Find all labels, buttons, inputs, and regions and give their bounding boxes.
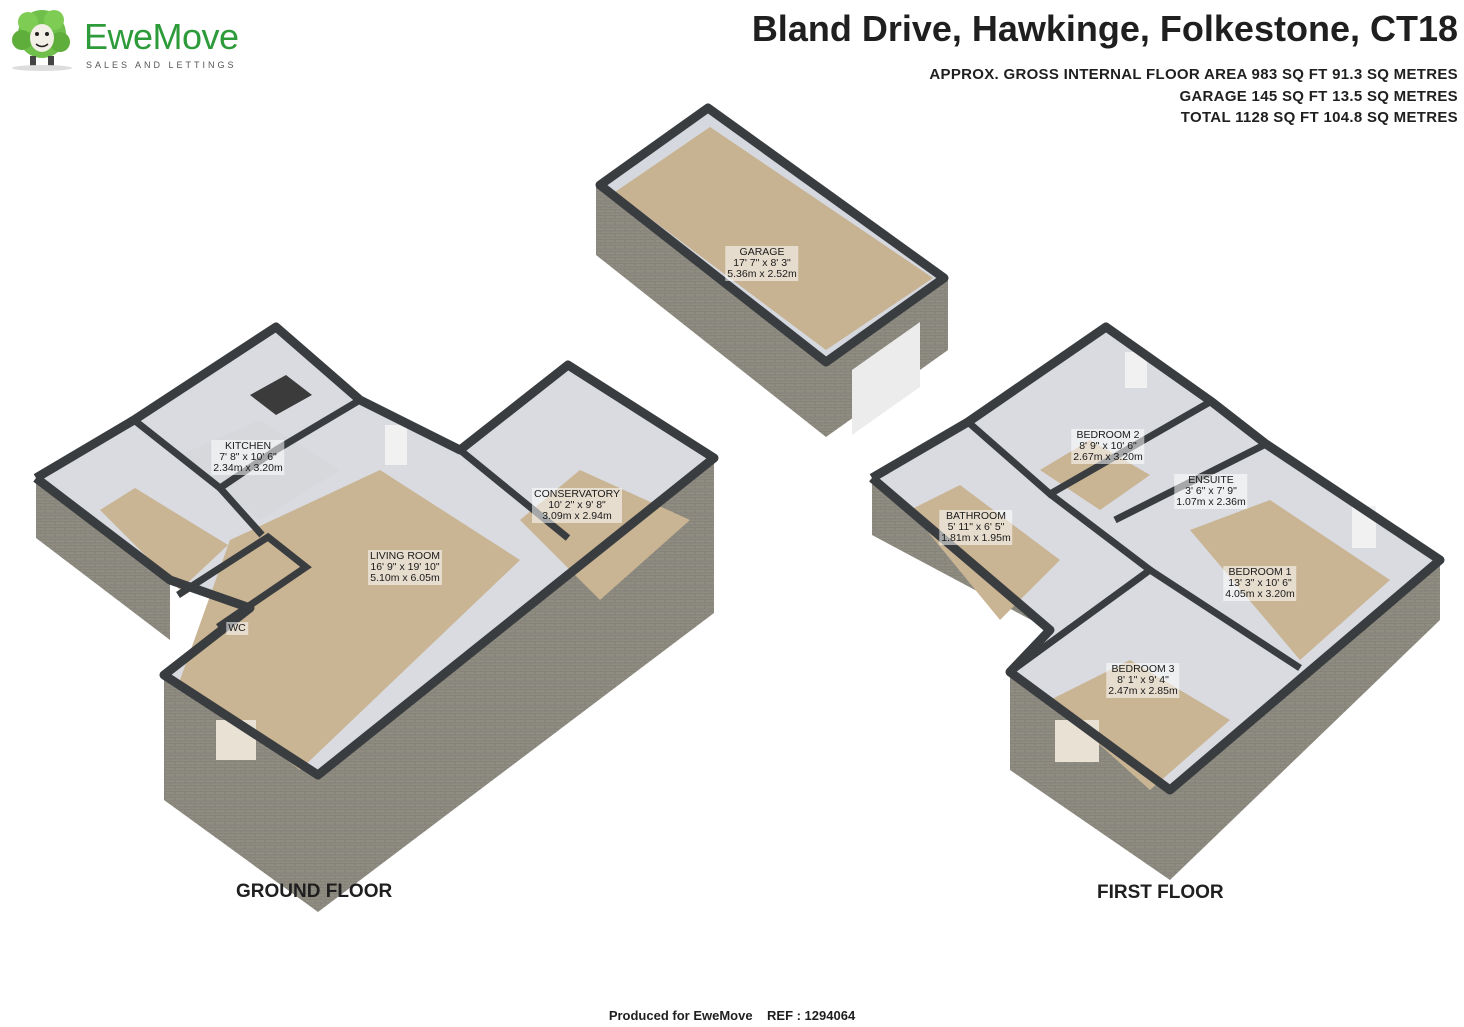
property-address: Bland Drive, Hawkinge, Folkestone, CT18 [751,8,1458,49]
window-icon [385,425,407,465]
sheep-mascot-icon [12,10,72,71]
room-label-garage: GARAGE 17' 7" x 8' 3" 5.36m x 2.52m [725,246,799,281]
room-label-bedroom-2: BEDROOM 2 8' 9" x 10' 6" 2.67m x 3.20m [1071,429,1145,464]
brand-tagline: SALES AND LETTINGS [86,60,237,70]
ground-floor-label: GROUND FLOOR [236,881,393,902]
room-label-conservatory: CONSERVATORY 10' 2" x 9' 8" 3.09m x 2.94… [532,488,622,523]
brand-name: EweMove [84,16,239,57]
first-floor-label: FIRST FLOOR [1097,882,1224,903]
ewemove-logo: EweMove SALES AND LETTINGS [6,4,246,72]
footer-reference: Produced for EweMove REF : 1294064 [608,1008,856,1023]
total-area: TOTAL 1128 SQ FT 104.8 SQ METRES [1180,109,1458,126]
garage-area: GARAGE 145 SQ FT 13.5 SQ METRES [1179,88,1458,105]
room-label-kitchen: KITCHEN 7' 8" x 10' 6" 2.34m x 3.20m [211,440,285,475]
ground-floor-block [33,322,719,912]
room-label-bedroom-3: BEDROOM 3 8' 1" x 9' 4" 2.47m x 2.85m [1106,663,1180,698]
gross-area: APPROX. GROSS INTERNAL FLOOR AREA 983 SQ… [929,66,1458,83]
first-floor-block [869,322,1445,880]
garage-block [595,103,949,437]
room-label-wc: WC [226,622,248,635]
room-label-ensuite: ENSUITE 3' 6" x 7' 9" 1.07m x 2.36m [1174,474,1248,509]
room-label-living-room: LIVING ROOM 16' 9" x 19' 10" 5.10m x 6.0… [367,550,443,585]
room-label-bathroom: BATHROOM 5' 11" x 6' 5" 1.81m x 1.95m [939,510,1013,545]
window-icon [1125,352,1147,388]
room-label-bedroom-1: BEDROOM 1 13' 3" x 10' 6" 4.05m x 3.20m [1223,566,1297,601]
